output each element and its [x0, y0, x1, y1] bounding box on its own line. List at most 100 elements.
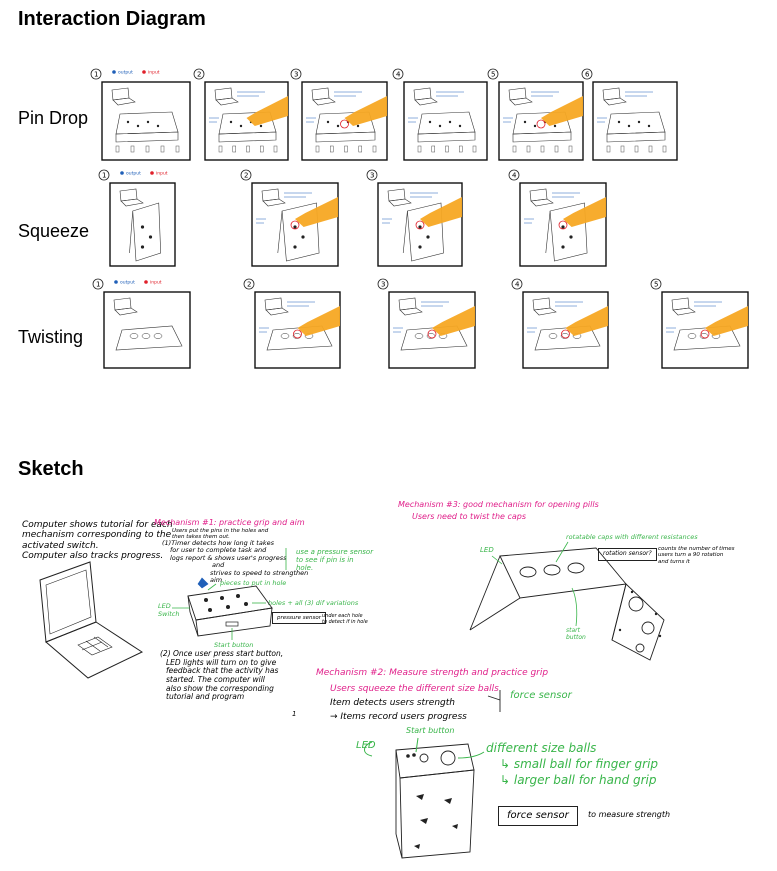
m1-box-front	[195, 607, 273, 637]
hand-sketch	[705, 306, 748, 336]
input-marker	[415, 220, 425, 230]
m3-counts-note: counts the number of times users turn a …	[658, 546, 734, 565]
hand-sketch	[541, 96, 583, 126]
panel-number-circle	[508, 169, 520, 181]
m3-subtitle: Users need to twist the caps	[412, 512, 527, 521]
panel-number: 2	[244, 172, 248, 180]
panel-number-circle	[90, 68, 102, 80]
hand-sketch	[432, 306, 475, 336]
m1-pressure-box: pressure sensor	[272, 612, 326, 625]
legend-output-label: output	[120, 280, 135, 286]
panel-squeeze-2: 2	[240, 169, 339, 267]
m2-box-front	[399, 769, 475, 859]
hand-sketch	[297, 306, 340, 336]
panel-number-circle	[650, 278, 662, 290]
panel-number-circle	[240, 169, 252, 181]
panel-squeeze-1: 1	[98, 169, 176, 267]
row-label-squeeze: Squeeze	[18, 221, 90, 241]
panel-pin-5: 5	[487, 68, 584, 161]
m1-subtitle: Users put the pins in the holes and then…	[172, 528, 268, 541]
legend-input-label: input	[156, 171, 168, 177]
hand-sketch	[420, 197, 462, 227]
m2-small-label: ↳ small ball for finger grip	[500, 757, 659, 771]
m2-balls-label: different size balls	[486, 741, 597, 755]
m1-step1-line-3: logs report & shows user's progress	[170, 553, 287, 562]
panel-number-circle	[487, 68, 499, 80]
m3-counts-line-1: counts the number of times	[658, 546, 735, 552]
m1-title: Mechanism #1: practice grip and aim	[154, 518, 305, 527]
m1-step1-line-2: for user to complete task and	[170, 546, 267, 555]
panel-squeeze-3: 3	[366, 169, 463, 267]
m1-pieces-label: pieces to put in hole	[220, 579, 287, 587]
panel-twist-1: 1	[92, 278, 191, 369]
panel-frame	[103, 291, 191, 369]
panel-number: 3	[294, 71, 298, 79]
m1-step1-line-1: (1)Timer detects how long it takes	[162, 539, 274, 547]
m3-start-label: start button	[566, 627, 586, 642]
panel-number: 5	[491, 71, 495, 79]
panel-number-circle	[98, 169, 110, 181]
m1-led-label: LED	[158, 602, 171, 610]
page-number: 1	[292, 710, 297, 718]
panel-number-circle	[92, 278, 104, 290]
m2-measure-label: to measure strength	[588, 810, 671, 819]
m2-line-2: Item detects users strength	[330, 698, 455, 708]
panel-number: 6	[585, 71, 590, 79]
legend-input-dot	[142, 70, 146, 74]
m1-holes-label: holes + all (3) dif variations	[268, 599, 359, 607]
panel-number: 2	[197, 71, 201, 79]
m1-sensor-line-1: use a pressure sensor	[296, 548, 374, 556]
row-label-pin-drop: Pin Drop	[18, 108, 89, 128]
panel-number-circle	[243, 278, 255, 290]
hand-sketch	[344, 96, 387, 126]
squeeze-box-sketch	[549, 202, 588, 262]
panel-number-circle	[290, 68, 302, 80]
input-marker	[536, 119, 546, 129]
panel-number: 1	[94, 71, 98, 79]
m1-under-line-1: under each hole	[322, 613, 363, 619]
computer-note-line-1: Computer shows tutorial for each	[22, 520, 173, 530]
panel-number: 1	[96, 281, 100, 289]
m1-step2-line-4: started. The computer will	[166, 674, 265, 684]
panel-squeeze-4: 4	[508, 169, 607, 267]
m1-step2-line-5: also show the corresponding	[166, 683, 274, 693]
panel-pin-3: 3	[290, 68, 388, 161]
panel-number-circle	[392, 68, 404, 80]
legend-input-dot	[144, 280, 148, 284]
panel-number: 4	[515, 281, 520, 289]
squeeze-box-sketch	[132, 202, 162, 262]
m1-subtitle-line-2: then takes them out.	[172, 534, 230, 541]
twist-box-sketch	[115, 325, 183, 351]
panel-number: 4	[512, 172, 517, 180]
m1-sensor-line-3: hole.	[296, 564, 314, 573]
m1-step2-line-1: (2) Once user press start button,	[160, 649, 284, 658]
panel-pin-4: 4	[392, 68, 488, 161]
m1-under-note: under each hole to detect if in hole	[322, 613, 368, 626]
panel-number: 4	[396, 71, 401, 79]
hand-sketch	[565, 306, 608, 336]
legend-output-dot	[112, 70, 116, 74]
m1-step1-line-5: strives to speed to strengthen	[210, 568, 309, 577]
legend-output-dot	[120, 171, 124, 175]
input-marker	[561, 329, 570, 339]
m1-step2: (2) Once user press start button, LED li…	[160, 649, 284, 702]
panel-number: 5	[654, 281, 658, 289]
interaction-diagram-title: Interaction Diagram	[18, 8, 206, 30]
panel-number-circle	[581, 68, 593, 80]
legend-output-label: output	[126, 171, 141, 177]
panel-number-circle	[366, 169, 378, 181]
panel-number: 3	[381, 281, 385, 289]
panel-number-circle	[377, 278, 389, 290]
m1-sensor-note: use a pressure sensor to see if pin is i…	[296, 548, 373, 572]
legend-input-dot	[150, 171, 154, 175]
input-marker	[293, 329, 302, 339]
m2-force-box: force sensor	[498, 806, 578, 826]
computer-note-line-2: mechanism corresponding to the	[22, 530, 172, 541]
row-label-twisting: Twisting	[18, 327, 84, 347]
squeeze-box-sketch	[281, 202, 320, 262]
m3-led-label: LED	[480, 546, 494, 554]
m3-counts-line-2: users turn a 90 rotation	[658, 552, 724, 559]
panel-number-circle	[193, 68, 205, 80]
